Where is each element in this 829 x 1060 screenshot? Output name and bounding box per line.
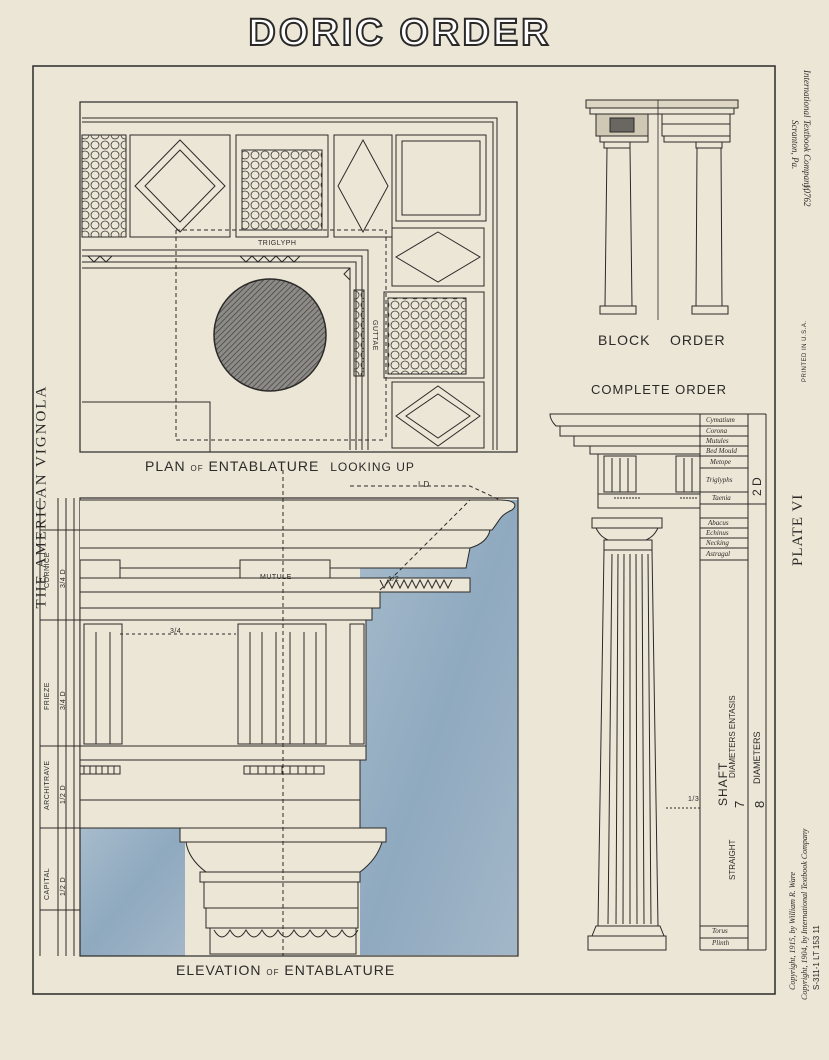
part-cymatium: Cymatium (706, 416, 735, 424)
plan-caption-plan: PLAN (145, 458, 186, 474)
complete-order-drawing (549, 413, 767, 951)
part-astragal: Astragal (706, 550, 731, 558)
plate-number: PLATE VI (790, 493, 806, 566)
elevation-drawing (39, 470, 519, 957)
triglyph-label: TRIGLYPH (258, 240, 297, 247)
frieze-value: 3/4 D (60, 690, 67, 710)
elevation-caption: ELEVATION OF ENTABLATURE (176, 962, 395, 978)
shaft-fraction: 1/3 (688, 796, 700, 803)
publisher-line-1: International Textbook Company, (802, 70, 812, 191)
dim-top: I D (418, 480, 430, 489)
part-echinus: Echinus (706, 529, 729, 537)
shaft-diameters-value: 7 (732, 800, 747, 808)
part-bed-mould: Bed Mould (706, 447, 737, 455)
elevation-caption-of: OF (266, 968, 280, 977)
block-order-drawing (585, 99, 739, 320)
total-diameters-value: 8 (752, 800, 767, 808)
part-necking: Necking (706, 539, 729, 547)
dim-quarter: 3/4 (170, 628, 182, 635)
elevation-caption-elevation: ELEVATION (176, 962, 262, 978)
printed-note: PRINTED IN U.S.A. (802, 320, 808, 382)
plan-caption-of: OF (190, 464, 204, 473)
elevation-caption-entablature: ENTABLATURE (284, 962, 396, 978)
guttae-label: GUTTAE (371, 320, 378, 351)
architrave-label: ARCHITRAVE (44, 760, 51, 810)
copyright-line-2: Copyright, 1904, by International Textbo… (800, 828, 809, 1000)
capital-value: 1/2 D (60, 876, 67, 896)
cornice-value: 3/4 D (60, 568, 67, 588)
block-label: BLOCK (598, 332, 651, 348)
part-metope: Metope (710, 458, 731, 466)
part-taenia: Taenia (712, 494, 731, 502)
total-diameters-label: DIAMETERS (752, 731, 762, 784)
part-mutules: Mutules (706, 437, 729, 445)
plan-caption: PLAN OF ENTABLATURE LOOKING UP (145, 458, 415, 474)
part-plinth: Plinth (712, 939, 730, 947)
plan-caption-looking-up: LOOKING UP (330, 460, 415, 474)
frieze-label: FRIEZE (44, 682, 51, 710)
straight-label: STRAIGHT (728, 839, 737, 880)
part-corona: Corona (706, 427, 728, 435)
order-label: ORDER (670, 332, 726, 348)
part-triglyphs: Triglyphs (706, 476, 733, 484)
architrave-value: 1/2 D (60, 784, 67, 804)
outer-frame (32, 65, 776, 995)
publisher-line-2: Scranton, Pa. (790, 120, 800, 170)
copyright-line-3: S-311-1 LT 153 11 (812, 925, 821, 990)
entablature-height-label: 2 D (750, 477, 764, 496)
part-abacus: Abacus (708, 519, 729, 527)
shaft-entasis-label: DIAMETERS ENTASIS (728, 695, 737, 778)
plate-title: DORIC ORDER (247, 11, 552, 55)
cornice-label: CORNICE (44, 552, 51, 588)
plan-drawing (79, 101, 518, 453)
plan-caption-entablature: ENTABLATURE (208, 458, 320, 474)
publisher-line-3: 10762 (802, 184, 812, 207)
dim-half: 1/2 (388, 576, 400, 583)
mutule-label: MUTULE (260, 574, 292, 581)
complete-order-title: COMPLETE ORDER (591, 382, 728, 397)
copyright-line-1: Copyright, 1915, by William R. Ware (788, 871, 797, 990)
capital-label: CAPITAL (44, 867, 51, 900)
part-torus: Torus (712, 927, 728, 935)
